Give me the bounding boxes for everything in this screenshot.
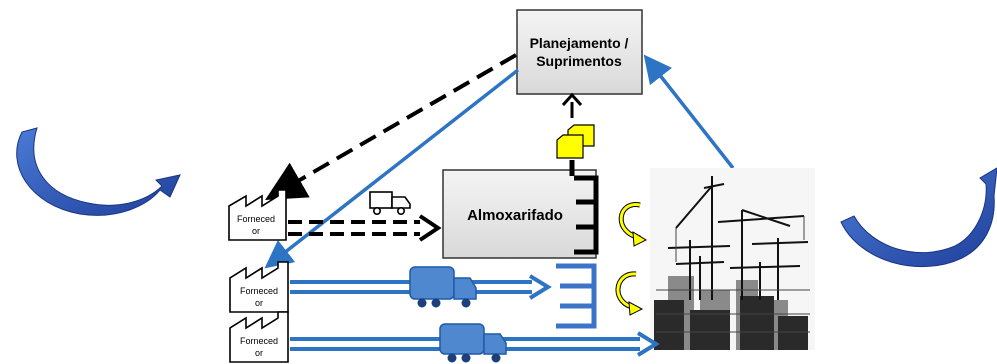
warehouse-shelf-icon bbox=[569, 160, 599, 255]
docs-to-planning-arrow bbox=[561, 92, 583, 118]
factory-icon bbox=[228, 189, 287, 241]
supplier1-to-warehouse-dashed-arrow bbox=[288, 214, 442, 242]
planning-box: Planejamento / Suprimentos bbox=[516, 9, 643, 95]
truck-icon bbox=[439, 323, 507, 363]
supplier-label-line2: or bbox=[255, 348, 263, 358]
supplier-label-line2: or bbox=[255, 298, 263, 308]
truck-icon bbox=[369, 191, 411, 216]
factory-icon bbox=[229, 311, 289, 363]
factory-icon bbox=[229, 261, 289, 313]
truck-icon bbox=[409, 266, 477, 308]
planning-label-line2: Suprimentos bbox=[536, 53, 622, 69]
right-cycle-arrow-icon bbox=[840, 167, 997, 268]
supplier-factory-1: Forneced or bbox=[228, 189, 287, 241]
construction-to-planning-blue-arrow bbox=[643, 54, 735, 170]
supplier-label-line1: Forneced bbox=[237, 214, 275, 224]
site-shelf-icon bbox=[556, 263, 597, 329]
left-cycle-arrow-icon bbox=[16, 127, 181, 216]
warehouse-consumption-arrow-icon bbox=[618, 202, 648, 247]
supplier-label-line1: Forneced bbox=[240, 286, 278, 296]
site-consumption-arrow-icon bbox=[615, 271, 644, 316]
planning-to-supplier-dashed-arrow bbox=[265, 53, 518, 201]
planning-label-line1: Planejamento / bbox=[530, 35, 629, 51]
construction-site-icon bbox=[650, 168, 815, 350]
planning-to-supplier2-blue-arrow bbox=[264, 68, 520, 269]
document-stack-icon bbox=[556, 124, 595, 159]
warehouse-label: Almoxarifado bbox=[467, 207, 563, 224]
supplier-label-line2: or bbox=[252, 226, 260, 236]
supplier-factory-2: Forneced or bbox=[229, 261, 289, 313]
warehouse-box: Almoxarifado bbox=[442, 169, 597, 259]
supplier-label-line1: Forneced bbox=[240, 336, 278, 346]
supplier-factory-3: Forneced or bbox=[229, 311, 289, 363]
